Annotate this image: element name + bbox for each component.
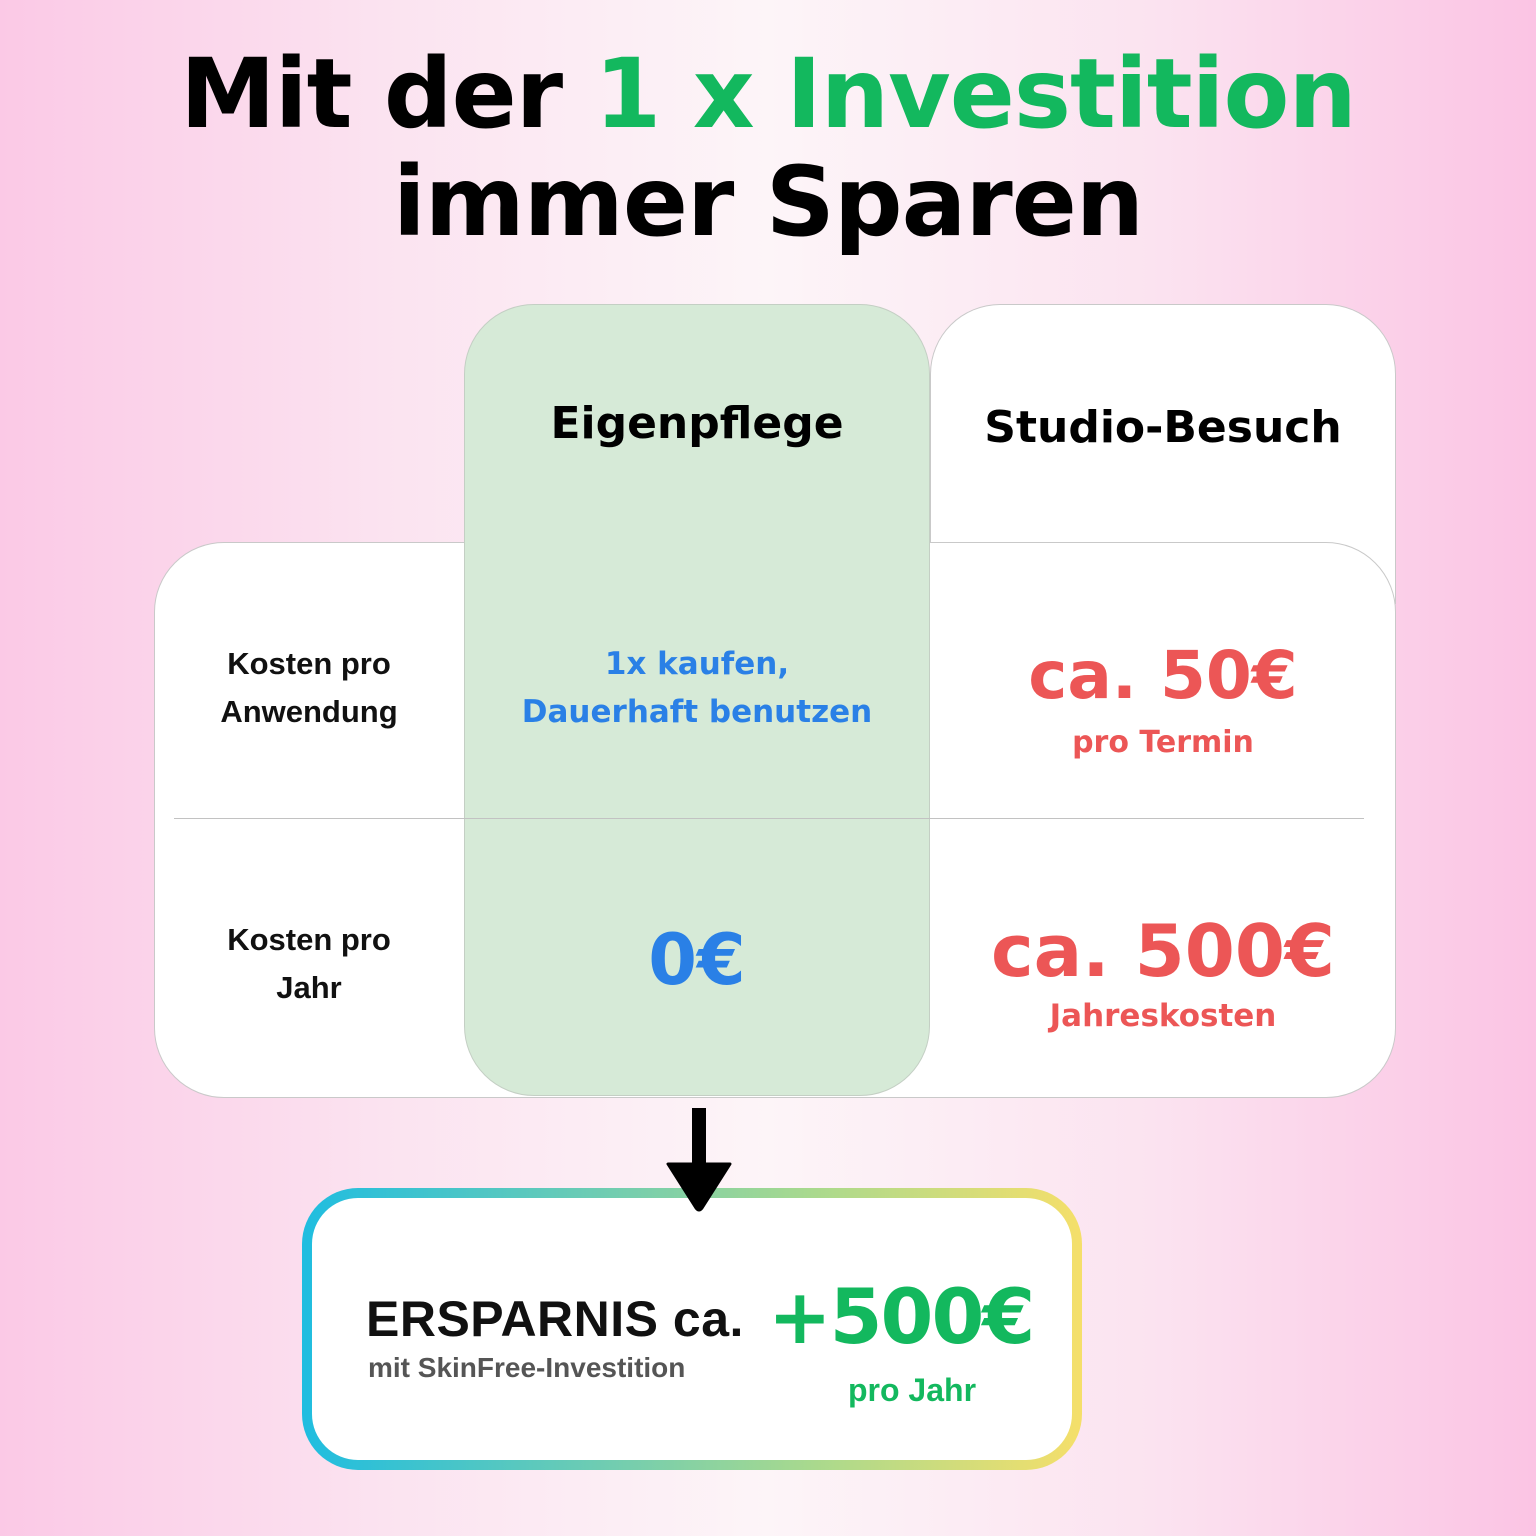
column-header-eigenpflege: Eigenpflege — [550, 398, 844, 449]
eigenpflege-column-highlight — [464, 304, 930, 1096]
studio-per-year-value: ca. 500€ — [990, 909, 1336, 993]
eigenpflege-text-line-1: 1x kaufen, — [604, 646, 790, 682]
studio-per-application-caption: pro Termin — [1072, 725, 1254, 760]
eigenpflege-text-line-2: Dauerhaft benutzen — [521, 694, 873, 730]
headline-line-1: Mit der 1 x Investition — [0, 40, 1536, 148]
row-label-per-application: Kosten pro Anwendung — [154, 640, 464, 736]
savings-subtitle: mit SkinFree-Investition — [368, 1352, 686, 1383]
studio-per-application-value: ca. 50€ — [1028, 637, 1298, 714]
row-label-line-2: Anwendung — [220, 694, 398, 729]
eigenpflege-per-application: 1x kaufen, Dauerhaft benutzen — [464, 640, 930, 736]
column-header-studio: Studio-Besuch — [984, 402, 1342, 453]
row-divider — [174, 818, 1364, 819]
headline-prefix: Mit der — [180, 38, 595, 150]
headline: Mit der 1 x Investition immer Sparen — [0, 40, 1536, 256]
headline-line-2: immer Sparen — [392, 146, 1144, 258]
row-label-line-1: Kosten pro — [227, 646, 391, 681]
row-label-line-1: Kosten pro — [227, 922, 391, 957]
savings-period: pro Jahr — [847, 1372, 977, 1408]
row-label-line-2: Jahr — [276, 970, 342, 1005]
eigenpflege-per-year-value: 0€ — [648, 919, 746, 1001]
savings-box: ERSPARNIS ca. mit SkinFree-Investition +… — [302, 1188, 1082, 1470]
studio-per-year-caption: Jahreskosten — [1049, 998, 1277, 1034]
savings-amount: +500€ — [768, 1272, 1035, 1361]
arrow-down-icon — [666, 1108, 732, 1212]
savings-box-inner: ERSPARNIS ca. mit SkinFree-Investition +… — [312, 1198, 1072, 1460]
row-label-per-year: Kosten pro Jahr — [154, 916, 464, 1012]
headline-accent: 1 x Investition — [594, 38, 1357, 150]
savings-title: ERSPARNIS ca. — [366, 1291, 744, 1347]
